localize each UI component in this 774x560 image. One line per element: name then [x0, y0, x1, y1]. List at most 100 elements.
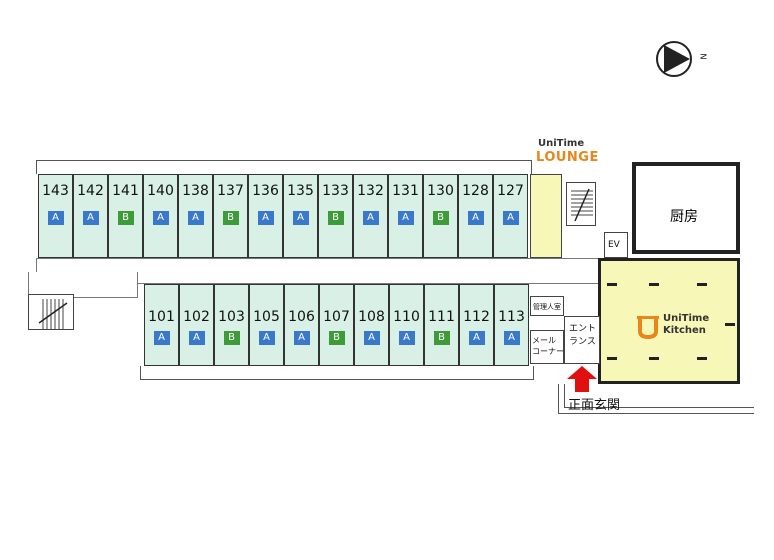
room-number: 110 [393, 309, 420, 325]
entrance-label: エント ランス [569, 324, 597, 347]
compass-north-label: N [698, 53, 708, 60]
entrance-arrow-icon [567, 366, 597, 392]
elevator-label: EV [608, 240, 620, 250]
room-type-badge: A [82, 211, 99, 225]
room-number: 106 [288, 309, 315, 325]
room-number: 137 [217, 183, 244, 199]
building-south-edge [140, 366, 534, 380]
room-type-badge: A [47, 211, 64, 225]
room-type-badge: A [468, 331, 485, 345]
kitchen-name-text: Kitchen [663, 325, 706, 336]
room-type-badge: A [258, 331, 275, 345]
manager-room-label: 管理人室 [533, 303, 561, 311]
room-number: 105 [253, 309, 280, 325]
entrance-hall: エント ランス [564, 316, 600, 364]
mail-corner-label: メール コーナー [532, 336, 564, 356]
room-number: 136 [252, 183, 279, 199]
mail-corner: メール コーナー [530, 330, 564, 364]
room-type-badge: A [467, 211, 484, 225]
lounge-logo: UniTime LOUNGE [528, 138, 608, 168]
corridor-west-extension [28, 272, 138, 298]
room-type-badge: B [328, 331, 345, 345]
room-number: 141 [112, 183, 139, 199]
room-type-badge: B [327, 211, 344, 225]
pot-icon [637, 316, 659, 339]
room-number: 143 [42, 183, 69, 199]
kitchen-room-label: 厨房 [670, 209, 698, 225]
kitchen-room: 厨房 [632, 162, 740, 254]
front-approach-path-inner [564, 384, 754, 408]
room-number: 113 [498, 309, 525, 325]
room-number: 101 [148, 309, 175, 325]
room-type-badge: B [222, 211, 239, 225]
west-stairs [28, 294, 74, 330]
room-type-badge: A [188, 331, 205, 345]
room-number: 142 [77, 183, 104, 199]
room-number: 130 [427, 183, 454, 199]
manager-room: 管理人室 [530, 296, 564, 316]
room-number: 111 [428, 309, 455, 325]
compass: N [656, 40, 716, 80]
compass-icon [656, 41, 692, 77]
room-type-badge: A [398, 331, 415, 345]
room-type-badge: B [223, 331, 240, 345]
room-number: 127 [497, 183, 524, 199]
front-approach-path [558, 384, 754, 414]
room-number: 138 [182, 183, 209, 199]
front-entrance-label: 正面玄関 [568, 398, 621, 413]
east-stairs [566, 182, 596, 226]
room-type-badge: A [152, 211, 169, 225]
room-number: 102 [183, 309, 210, 325]
lounge-brand-text: UniTime [538, 138, 585, 149]
room-number: 140 [147, 183, 174, 199]
room-type-badge: A [292, 211, 309, 225]
room-type-badge: A [153, 331, 170, 345]
room-number: 112 [463, 309, 490, 325]
room-type-badge: A [293, 331, 310, 345]
room-number: 135 [287, 183, 314, 199]
room-type-badge: B [433, 331, 450, 345]
room-type-badge: B [117, 211, 134, 225]
room-number: 133 [322, 183, 349, 199]
room-type-badge: A [187, 211, 204, 225]
room-number: 131 [392, 183, 419, 199]
room-type-badge: A [363, 331, 380, 345]
room-type-badge: A [397, 211, 414, 225]
room-type-badge: A [502, 211, 519, 225]
kitchen-fixture-marks [607, 283, 735, 360]
lounge-name-text: LOUNGE [536, 150, 599, 165]
stairs-icon [38, 299, 68, 329]
unitime-kitchen: UniTime Kitchen [598, 258, 740, 384]
room-number: 132 [357, 183, 384, 199]
room-number: 103 [218, 309, 245, 325]
room-number: 128 [462, 183, 489, 199]
unitime-lounge [530, 174, 562, 258]
kitchen-brand-text: UniTime [663, 313, 710, 324]
building-outline [36, 160, 532, 174]
room-number: 108 [358, 309, 385, 325]
room-type-badge: A [362, 211, 379, 225]
elevator: EV [604, 232, 628, 258]
